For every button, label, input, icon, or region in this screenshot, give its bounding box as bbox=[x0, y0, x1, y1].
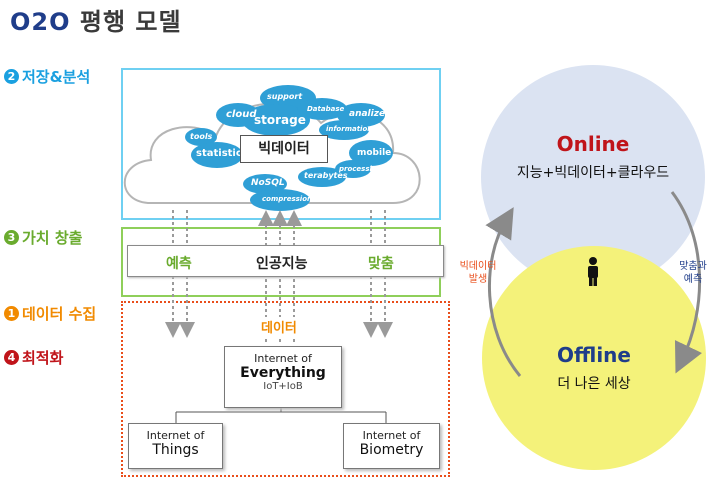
offline-title: Offline bbox=[557, 343, 631, 367]
cloud-bubble bbox=[191, 142, 243, 168]
cloud-bubble bbox=[319, 120, 369, 140]
cloud-word: NoSQL bbox=[251, 178, 285, 188]
cloud-bubble bbox=[298, 167, 346, 187]
ioe-line3: IoT+IoB bbox=[263, 381, 303, 392]
step-label: 가치 창출 bbox=[22, 229, 83, 247]
cloud-bubble bbox=[216, 103, 260, 127]
step-label: 데이터 수집 bbox=[22, 305, 97, 323]
title-rest: 평행 모델 bbox=[70, 8, 182, 36]
left-arrow-label-line2: 발생 bbox=[468, 274, 488, 285]
right-cycle-arrow bbox=[670, 191, 703, 374]
value-bar: 예측 인공지능 맞춤 bbox=[127, 245, 444, 277]
cloud-word: support bbox=[267, 92, 303, 101]
right-arrow-label-line1: 맞춤과 bbox=[679, 261, 707, 272]
cloud-bubble bbox=[297, 98, 347, 120]
cloud-words: support Database cloud storage analize i… bbox=[121, 68, 441, 220]
data-label: 데이터 bbox=[261, 317, 297, 336]
iob-line1: Internet of bbox=[362, 429, 421, 442]
cloud-word: storage bbox=[254, 113, 306, 127]
left-arrow-label-line1: 빅데이터 bbox=[459, 261, 497, 272]
ai-label: 인공지능 bbox=[256, 256, 308, 272]
iob-line2: Biometry bbox=[359, 442, 424, 458]
step-storage-analysis: 2 저장&분석 bbox=[4, 66, 90, 87]
iot-line2: Things bbox=[152, 442, 199, 458]
step-number: 3 bbox=[4, 230, 19, 245]
person-icon bbox=[588, 257, 598, 286]
page-title: O2O 평행 모델 bbox=[10, 2, 182, 37]
ioe-line2: Everything bbox=[240, 365, 326, 381]
cloud-word: tools bbox=[190, 132, 213, 141]
step-number: 4 bbox=[4, 350, 19, 365]
iot-line1: Internet of bbox=[146, 429, 205, 442]
cloud-word: Database bbox=[307, 105, 345, 113]
customization-label: 맞춤 bbox=[368, 256, 394, 272]
right-arrow-label: 맞춤과 예측 bbox=[668, 260, 718, 286]
data-collection-box bbox=[121, 301, 450, 477]
cloud-word: cloud bbox=[226, 109, 257, 120]
cloud-word: compression bbox=[262, 195, 312, 203]
cloud-word: statistics bbox=[196, 148, 248, 159]
offline-circle bbox=[482, 246, 706, 470]
step-optimization: 4 최적화 bbox=[4, 347, 63, 368]
cloud-word: processing bbox=[339, 165, 382, 173]
cloud-word: analize bbox=[349, 109, 386, 119]
left-cycle-arrow bbox=[485, 207, 522, 377]
step-data-collection: 1 데이터 수집 bbox=[4, 303, 96, 324]
cloud-bubble bbox=[243, 174, 287, 194]
step-label: 최적화 bbox=[22, 349, 64, 367]
cloud-word: information bbox=[326, 125, 373, 133]
online-circle bbox=[481, 65, 705, 289]
step-number: 2 bbox=[4, 69, 19, 84]
step-number: 1 bbox=[4, 306, 19, 321]
offline-subtitle: 더 나은 세상 bbox=[557, 376, 631, 392]
title-prefix: O2O bbox=[10, 8, 71, 36]
online-title: Online bbox=[556, 132, 630, 156]
cloud-word: mobile bbox=[357, 148, 392, 158]
left-arrow-label: 빅데이터 발생 bbox=[452, 260, 504, 286]
cloud-bubble bbox=[185, 128, 217, 146]
online-subtitle: 지능+빅데이터+클라우드 bbox=[516, 165, 670, 181]
step-value-creation: 3 가치 창출 bbox=[4, 227, 82, 248]
cloud-bubble bbox=[349, 140, 393, 166]
ioe-line1: Internet of bbox=[254, 352, 312, 365]
o2o-circles bbox=[481, 65, 706, 470]
iot-box: Internet of Things bbox=[128, 423, 223, 469]
ioe-box: Internet of Everything IoT+IoB bbox=[224, 346, 342, 408]
cloud-word: terabytes bbox=[304, 171, 348, 180]
bigdata-box: 빅데이터 bbox=[240, 135, 328, 163]
iob-box: Internet of Biometry bbox=[343, 423, 440, 469]
step-label: 저장&분석 bbox=[22, 68, 91, 86]
prediction-label: 예측 bbox=[166, 256, 192, 272]
right-arrow-label-line2: 예측 bbox=[683, 274, 703, 285]
cloud-bubble bbox=[250, 189, 310, 211]
